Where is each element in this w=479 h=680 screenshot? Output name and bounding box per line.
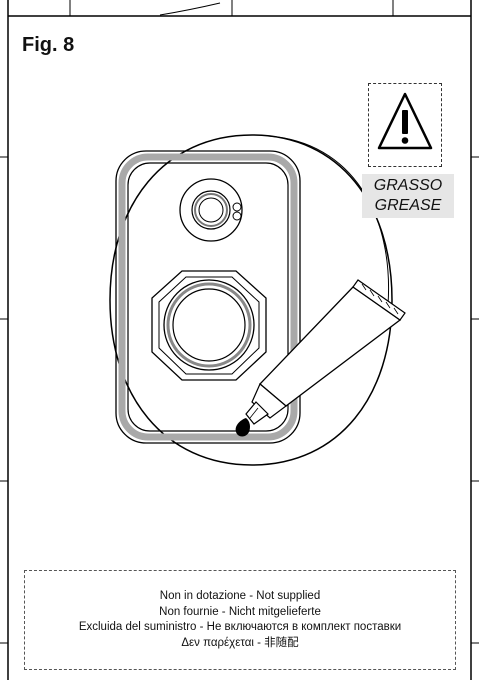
gasket-outer: [115, 150, 301, 444]
diverter-opening: [179, 178, 243, 242]
not-supplied-note: Non in dotazione - Not supplied Non four…: [24, 570, 456, 670]
note-line-1: Non in dotazione - Not supplied: [159, 590, 321, 602]
warning-box: [368, 83, 442, 167]
gasket-grease-line: [118, 153, 298, 441]
grease-tube: [235, 279, 406, 437]
grease-label-it: GRASSO: [373, 177, 443, 194]
note-line-4: Δεν παρέχεται - 非随配: [181, 636, 299, 649]
mixer-opening: [151, 270, 267, 381]
warning-triangle-icon: [377, 92, 433, 150]
note-line-2: Non fournie - Nicht mitgelieferte: [159, 605, 321, 618]
gasket-inner: [127, 162, 289, 432]
grease-label-en: GREASE: [374, 197, 442, 214]
grease-label: GRASSO GREASE: [362, 174, 454, 218]
figure-title: Fig. 8: [22, 34, 75, 56]
note-line-3: Excluida del suministro - Не включаются …: [78, 621, 402, 633]
